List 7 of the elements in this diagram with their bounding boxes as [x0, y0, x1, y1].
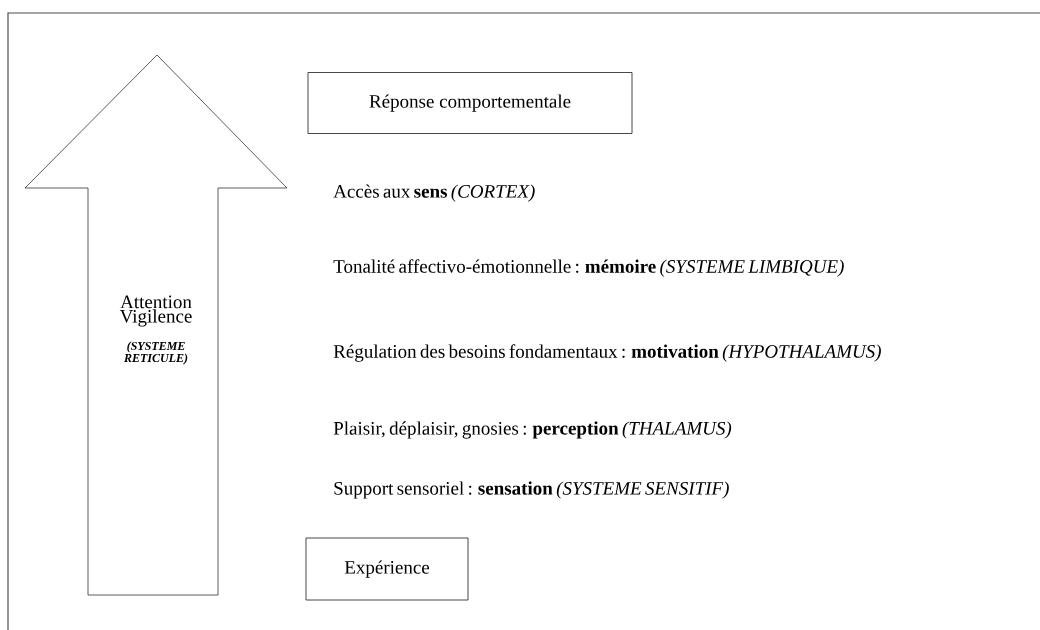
description-text: Plaisir, déplaisir, gnosies : perception (THALAMUS)	[333, 421, 732, 439]
description-text: Support sensoriel : sensation (SYSTEME SENSITIF)	[334, 481, 729, 499]
text-box: Réponse comportementale	[307, 72, 633, 134]
description-text: Accès aux sens (CORTEX)	[333, 184, 535, 202]
text-box: Expérience	[305, 537, 469, 601]
description-text: Tonalité affectivo-émotionnelle : mémoire (SYSTEME LIMBIQUE)	[333, 259, 844, 277]
description-text: Régulation des besoins fondamentaux : motivation (HYPOTHALAMUS)	[333, 344, 881, 362]
